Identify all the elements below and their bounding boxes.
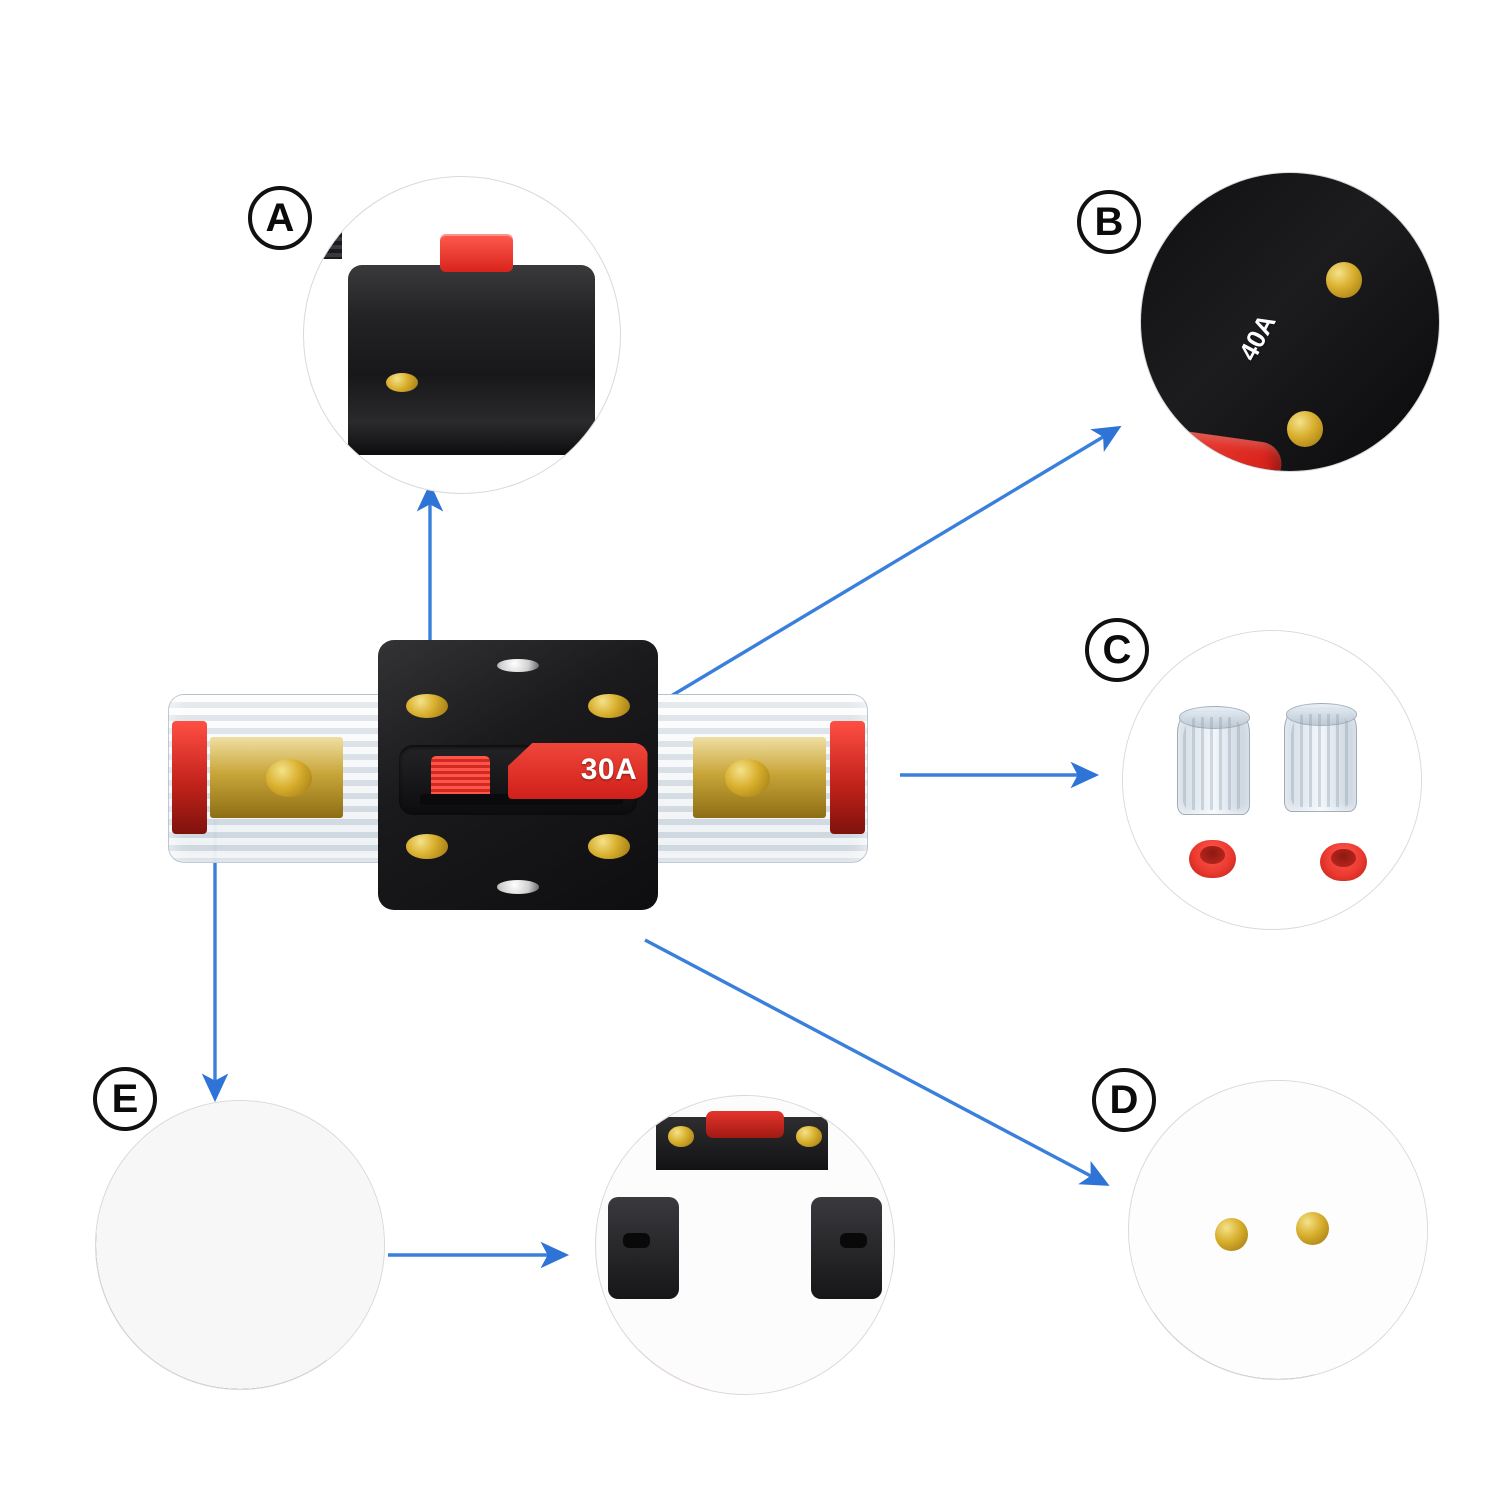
red-reset-button-icon xyxy=(706,1110,784,1138)
callout-image-d xyxy=(1128,1080,1428,1380)
callout-image-b: 40A xyxy=(1140,172,1440,472)
mount-hole-top-icon xyxy=(497,658,539,673)
red-grommet-left-icon xyxy=(1188,839,1237,879)
callout-badge-a: A xyxy=(248,186,312,250)
main-lever-amperage-label: 30A xyxy=(580,753,638,787)
red-end-cap-left xyxy=(171,721,207,835)
red-grommet-right-icon xyxy=(1319,842,1368,882)
callout-image-c xyxy=(1122,630,1422,930)
brass-screw-bottom-right-icon xyxy=(588,834,630,859)
reset-button[interactable] xyxy=(430,756,490,800)
mount-slot-left-icon xyxy=(622,1233,650,1248)
clear-cap-left-icon xyxy=(1176,706,1251,815)
brass-screw-top-icon xyxy=(1325,262,1362,299)
brass-screw-top-right-icon xyxy=(588,694,630,719)
lever-track xyxy=(420,793,623,805)
red-end-cap-right xyxy=(829,721,865,835)
white-background xyxy=(96,1101,384,1389)
amperage-lever[interactable] xyxy=(507,742,648,800)
callout-image-a xyxy=(303,176,621,494)
brass-stud-right-icon xyxy=(1295,1212,1329,1245)
brass-screw-icon xyxy=(386,372,418,392)
brass-screw-bottom-left-icon xyxy=(406,834,448,859)
brass-screw-right-icon xyxy=(795,1125,823,1147)
front-end-terminal-image xyxy=(595,1095,895,1395)
callout-badge-b: B xyxy=(1077,190,1141,254)
mounting-foot-right xyxy=(810,1197,883,1299)
brass-screw-left-icon xyxy=(667,1125,695,1147)
brass-screw-bottom-icon xyxy=(1287,411,1323,448)
mount-slot-right-icon xyxy=(840,1233,868,1248)
brass-terminal-right xyxy=(724,758,770,797)
brass-screw-top-left-icon xyxy=(406,694,448,719)
ribbed-boot-icon xyxy=(304,177,342,260)
clear-cap-right-icon xyxy=(1283,703,1358,812)
white-background xyxy=(1129,1081,1427,1379)
reset-button-icon xyxy=(439,233,513,272)
mount-hole-bottom-icon xyxy=(497,880,539,894)
mounting-foot-left xyxy=(607,1197,680,1299)
callout-image-e xyxy=(95,1100,385,1390)
white-background xyxy=(1123,631,1421,929)
main-product-image: 30A xyxy=(168,640,868,910)
brass-stud-left-icon xyxy=(1215,1218,1249,1251)
breaker-base-side xyxy=(348,372,595,456)
brass-terminal-left xyxy=(266,758,312,797)
